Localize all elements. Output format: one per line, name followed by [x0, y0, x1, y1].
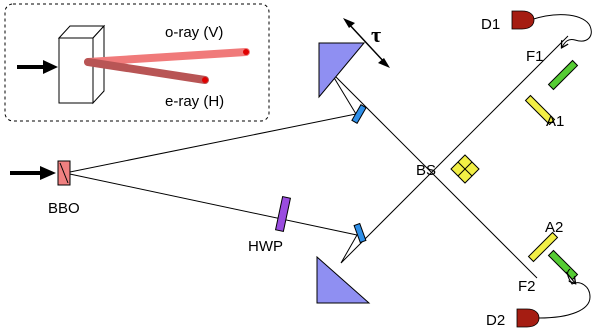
- prism-upper: [318, 42, 366, 99]
- mirror-upper: [351, 104, 367, 124]
- e-ray-label: e-ray (H): [165, 93, 224, 110]
- inset-arrow-right-icon: [17, 60, 58, 74]
- o-ray-beam: [84, 48, 250, 66]
- polarizer-a2: [527, 231, 559, 263]
- d1-label: D1: [481, 16, 500, 33]
- e-ray-tip: [202, 77, 208, 83]
- input-arrow-right-icon: [10, 166, 56, 180]
- a2-label: A2: [545, 219, 563, 236]
- o-ray-tip: [243, 49, 249, 55]
- f1-label: F1: [526, 48, 544, 65]
- bs-label: BS: [416, 162, 436, 179]
- prism-lower: [316, 255, 371, 304]
- bbo-label: BBO: [48, 200, 80, 217]
- bbo-crystal: [57, 160, 71, 186]
- d2-arrow-icon: [565, 271, 575, 283]
- e-ray-beam: [84, 58, 209, 84]
- d2-fiber-icon: [538, 268, 591, 319]
- inset-frame: [4, 3, 270, 122]
- half-wave-plate: [274, 195, 292, 233]
- beam-splitter: [450, 154, 480, 184]
- d2-label: D2: [486, 312, 505, 329]
- detector-d2: [516, 308, 540, 328]
- a1-label: A1: [546, 113, 564, 130]
- filter-f1: [547, 59, 579, 91]
- mirror-lower: [353, 222, 367, 244]
- tau-label: τ: [371, 22, 381, 47]
- hwp-label: HWP: [248, 238, 283, 255]
- f2-label: F2: [518, 278, 536, 295]
- delay-double-arrow-icon: [343, 18, 390, 68]
- detector-d1: [511, 10, 535, 30]
- inset-birefringence: o-ray (V) e-ray (H): [4, 3, 270, 122]
- polarizer-a1: [524, 94, 556, 126]
- filter-f2: [547, 249, 579, 281]
- d1-fiber-icon: [529, 14, 592, 47]
- o-ray-label: o-ray (V): [165, 24, 223, 41]
